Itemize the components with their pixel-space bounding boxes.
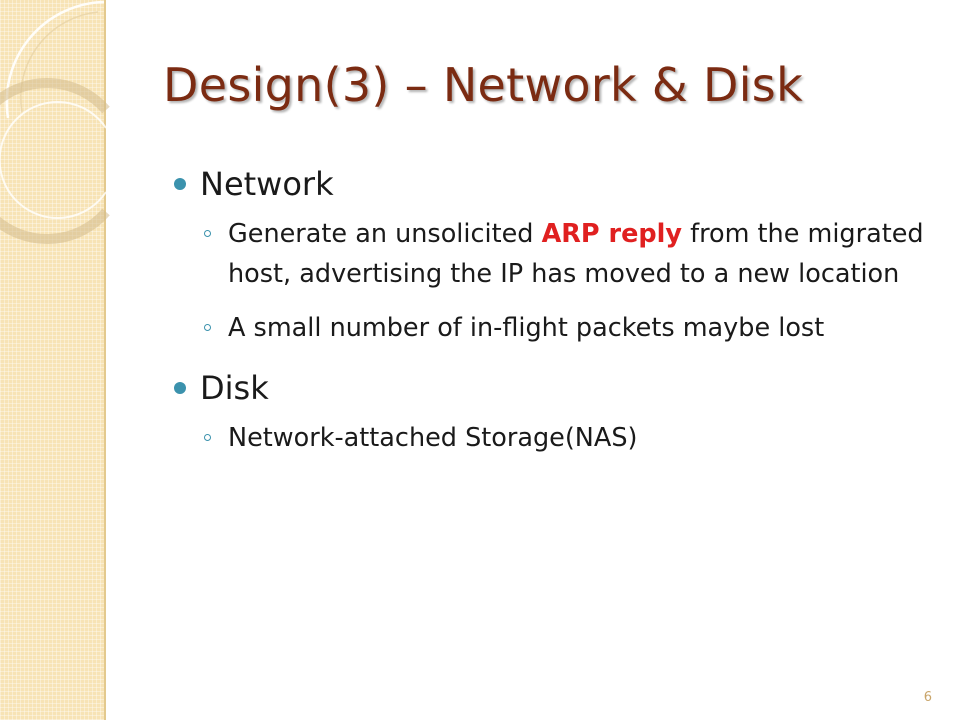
sub-bullet-nas-text: Network-attached Storage(NAS) — [228, 423, 638, 453]
sub-bullet-arp: Generate an unsolicited ARP reply from t… — [170, 214, 930, 294]
arp-reply-highlight: ARP reply — [541, 219, 682, 249]
bullet-disk: Disk — [170, 366, 930, 410]
sub-bullet-arp-text-before: Generate an unsolicited — [228, 219, 542, 249]
bullet-network: Network — [170, 162, 930, 206]
bullet-list: Network Generate an unsolicited ARP repl… — [170, 162, 930, 458]
slide-title: Design(3) – Network & Disk — [163, 58, 804, 112]
bullet-disk-label: Disk — [200, 369, 269, 407]
page-number: 6 — [923, 690, 932, 705]
bullet-network-label: Network — [200, 165, 334, 203]
sub-bullet-packets-text: A small number of in-flight packets mayb… — [228, 313, 825, 343]
side-band — [0, 0, 106, 720]
sub-bullet-ring-icon — [204, 230, 211, 237]
bullet-dot-icon — [174, 382, 186, 394]
sub-bullet-ring-icon — [204, 434, 211, 441]
sub-bullet-arp-text-after: from the migrated host, advertising the … — [228, 219, 924, 289]
sub-bullet-nas: Network-attached Storage(NAS) — [170, 418, 930, 458]
sub-bullet-packets: A small number of in-flight packets mayb… — [170, 308, 930, 348]
sub-bullet-ring-icon — [204, 324, 211, 331]
bullet-dot-icon — [174, 178, 186, 190]
